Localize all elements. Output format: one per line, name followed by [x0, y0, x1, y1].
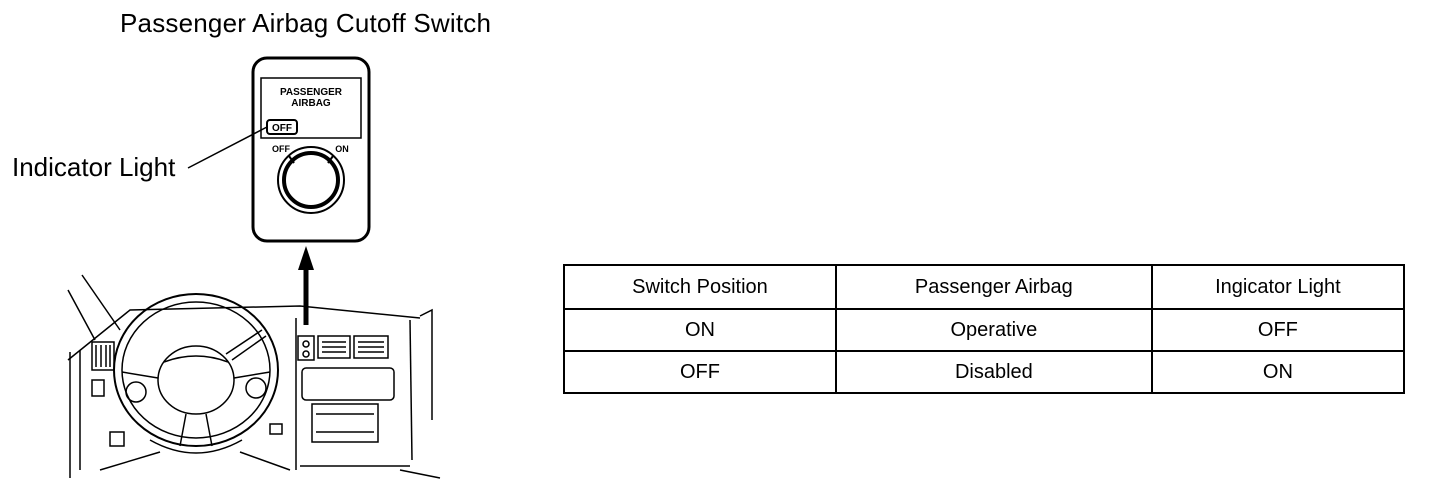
status-table: Switch Position Passenger Airbag Ingicat…: [563, 264, 1406, 394]
cell-switch-position: OFF: [563, 350, 837, 394]
cell-passenger-airbag: Disabled: [834, 350, 1153, 394]
cell-passenger-airbag: Operative: [834, 308, 1153, 352]
cell-indicator-light: ON: [1150, 350, 1406, 394]
table-header-row: Switch Position Passenger Airbag Ingicat…: [563, 264, 1406, 310]
indicator-lamp-text: OFF: [272, 123, 292, 134]
table-row: OFF Disabled ON: [563, 350, 1406, 394]
diagram-title: Passenger Airbag Cutoff Switch: [120, 8, 492, 38]
rotary-knob-icon: [277, 146, 345, 214]
location-arrow-icon: [298, 246, 314, 325]
cell-indicator-light: OFF: [1150, 308, 1406, 352]
header-switch-position: Switch Position: [563, 264, 837, 310]
dashboard-drawing: [67, 274, 441, 479]
dashboard-illustration: PASSENGER AIRBAG OFF OFF ON: [67, 56, 441, 479]
switch-label-line1: PASSENGER: [280, 87, 343, 98]
callout-leader-line: [187, 126, 268, 169]
position-on-label: ON: [335, 144, 349, 154]
cutoff-switch-panel: PASSENGER AIRBAG OFF OFF ON: [251, 56, 371, 243]
indicator-light-callout: Indicator Light: [12, 152, 176, 182]
cell-switch-position: ON: [563, 308, 837, 352]
table-row: ON Operative OFF: [563, 308, 1406, 352]
position-off-label: OFF: [272, 144, 290, 154]
header-passenger-airbag: Passenger Airbag: [834, 264, 1153, 310]
header-indicator-light: Ingicator Light: [1150, 264, 1406, 310]
switch-label-line2: AIRBAG: [291, 98, 331, 109]
